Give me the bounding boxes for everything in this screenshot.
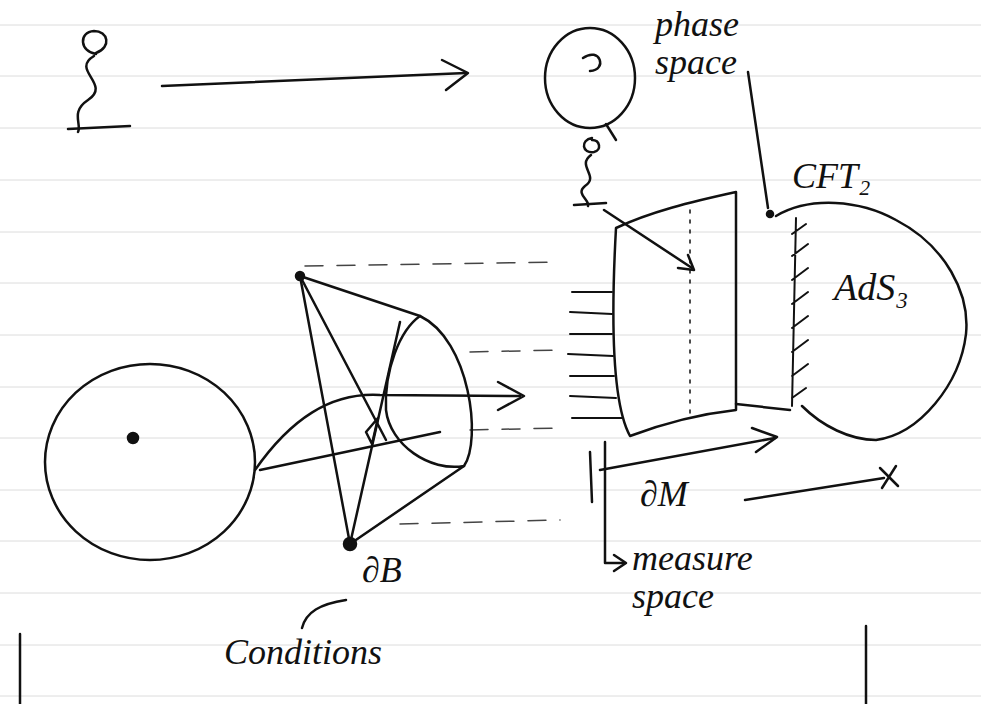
circle-outline [776, 203, 966, 440]
bulk-circle: AdS₃ [770, 194, 975, 456]
stick-figure [68, 31, 130, 132]
measure-bracket [605, 442, 626, 571]
circle-outline [770, 194, 975, 456]
small-figure [574, 138, 694, 270]
sketch-note: Conditions [224, 634, 382, 672]
long-arrow [162, 60, 468, 90]
sketch-note: CFT₂ [792, 158, 871, 196]
conditions-leader [302, 600, 346, 628]
dashed-guides [305, 262, 560, 524]
sketch-note: measure space [632, 540, 782, 616]
boundary-hatch [792, 218, 808, 406]
measure-slab [568, 192, 790, 436]
left-sphere [45, 364, 255, 560]
sketch-note: ∂M [640, 476, 688, 514]
ruled-lines [0, 25, 981, 696]
sketch-note: phase space [655, 6, 790, 82]
boundary-arrow [590, 428, 898, 502]
head-circle [545, 28, 635, 140]
margin-lines [20, 626, 866, 704]
phase-space-leader [748, 72, 773, 217]
region-label: AdS₃ [834, 268, 908, 308]
light-cone [255, 272, 524, 550]
sketch-note: ∂B [362, 552, 402, 590]
